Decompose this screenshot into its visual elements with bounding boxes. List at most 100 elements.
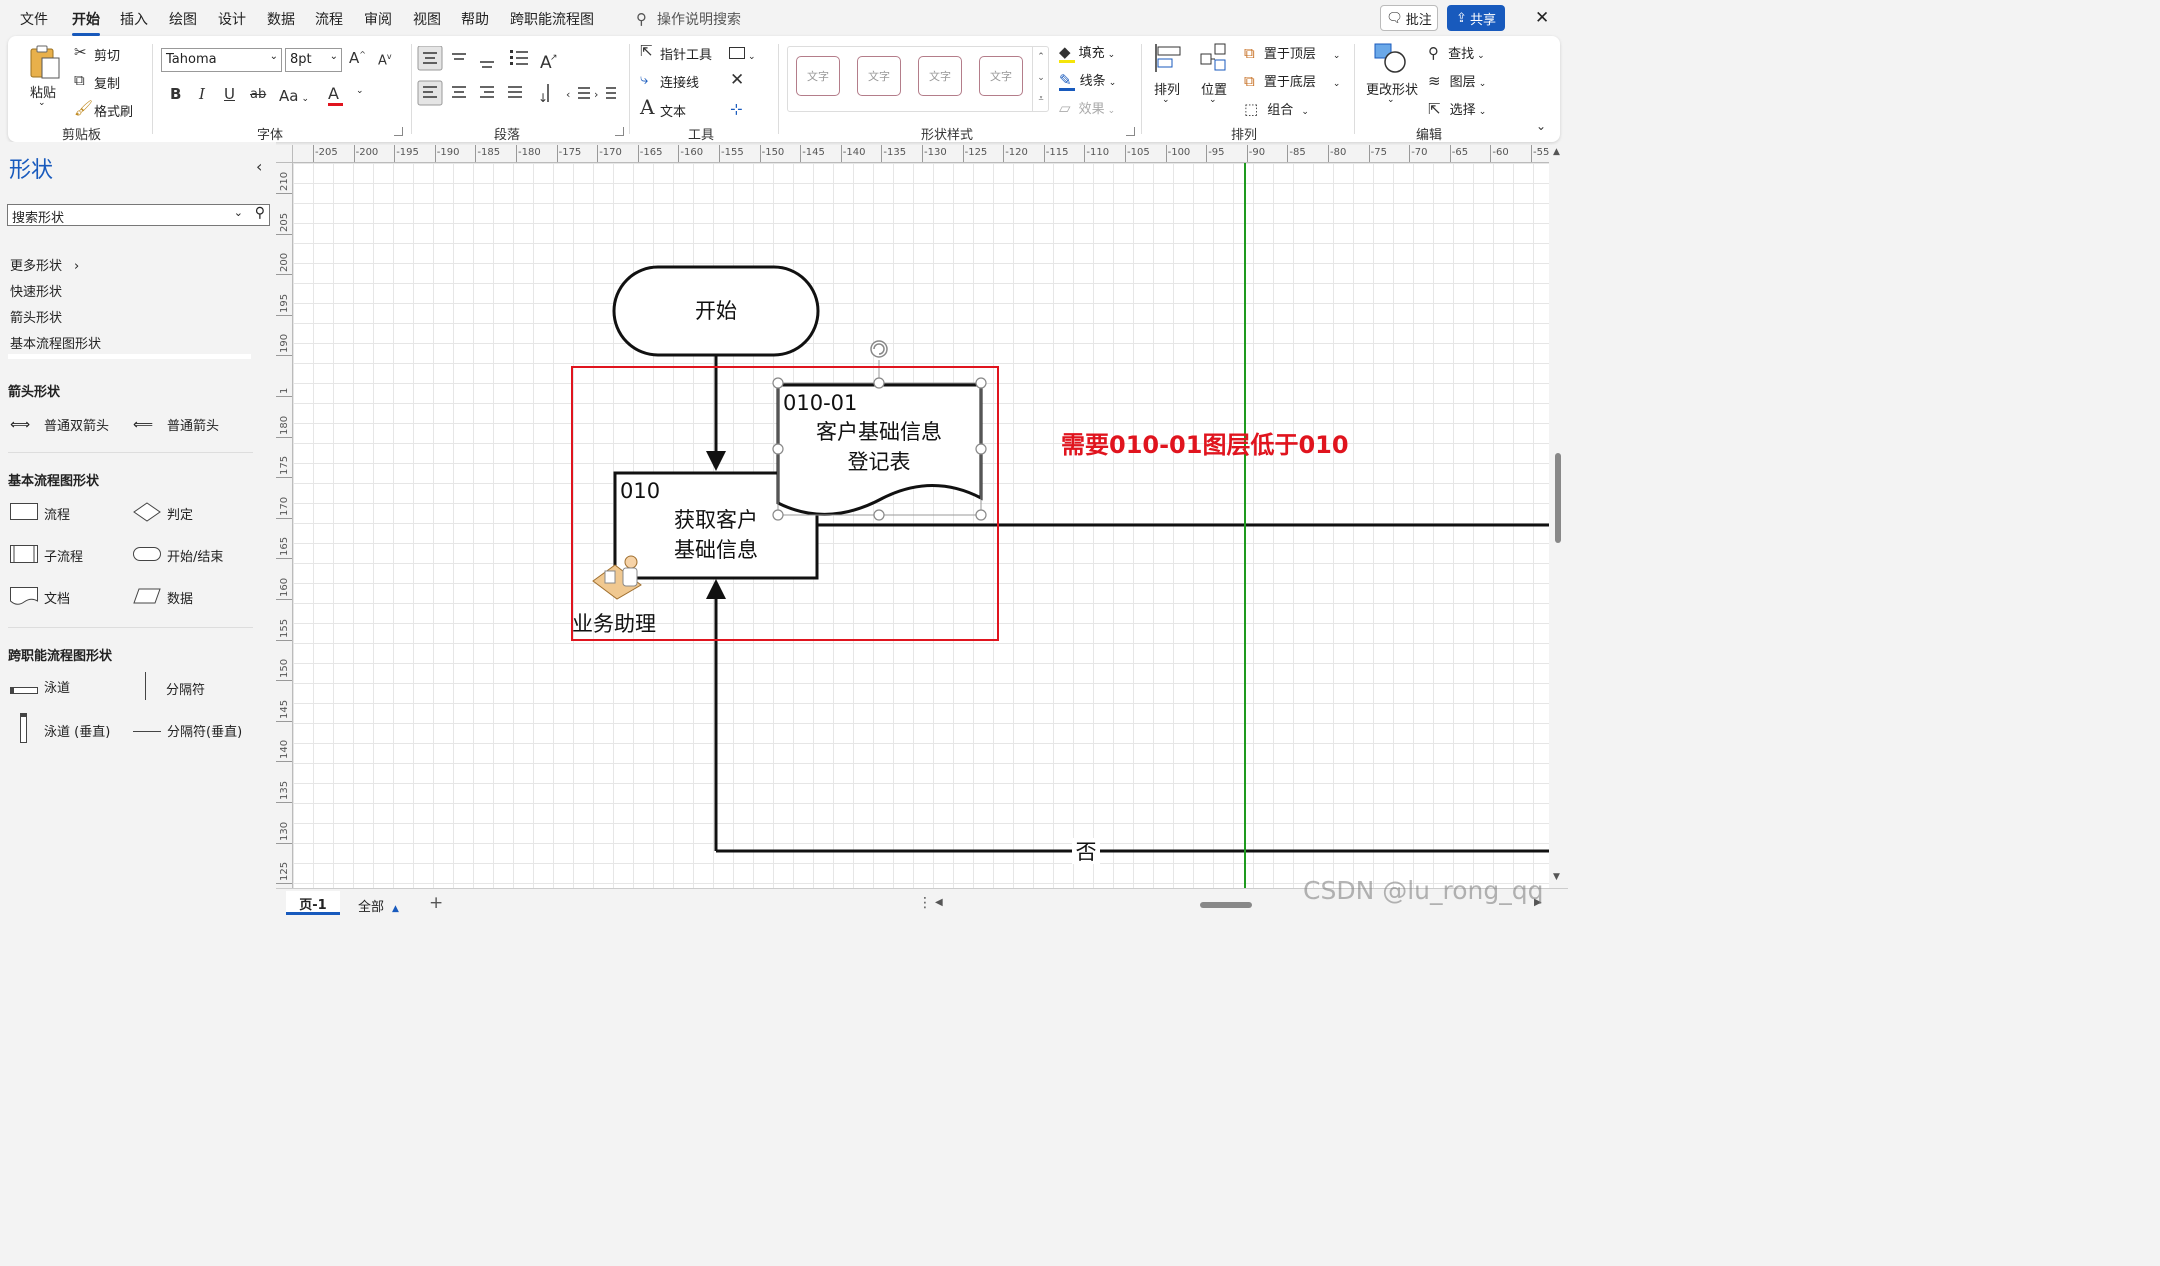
grow-font-icon[interactable]: A^ bbox=[349, 49, 366, 67]
tab-help[interactable]: 帮助 bbox=[461, 12, 489, 28]
collapse-ribbon-icon[interactable]: ⌄ bbox=[1536, 119, 1547, 133]
close-icon[interactable]: ✕ bbox=[1535, 8, 1550, 28]
resize-handles[interactable] bbox=[772, 377, 987, 521]
fill-button[interactable]: ◆ 填充⌄ bbox=[1059, 43, 1116, 63]
shape-double-arrow[interactable]: ⟺ 普通双箭头 bbox=[10, 417, 110, 434]
shape-swimlane-vertical[interactable]: 泳道 (垂直) bbox=[20, 713, 110, 747]
shape-subprocess[interactable]: 子流程 bbox=[10, 545, 83, 567]
connector-start-to-process[interactable] bbox=[706, 355, 726, 471]
change-shape-button[interactable]: 更改形状 ⌄ bbox=[1362, 42, 1420, 114]
tab-cross-functional[interactable]: 跨职能流程图 bbox=[510, 12, 594, 28]
tab-review[interactable]: 审阅 bbox=[364, 12, 392, 28]
shape-style-sample[interactable]: 文字 bbox=[796, 56, 840, 96]
rectangle-shape-button[interactable]: ⌄ bbox=[729, 44, 756, 63]
shrink-font-icon[interactable]: Av bbox=[378, 52, 392, 69]
layers-button[interactable]: ≋ 图层⌄ bbox=[1428, 72, 1487, 91]
nav-arrow-shapes[interactable]: 箭头形状 bbox=[10, 311, 63, 326]
start-terminator[interactable]: 开始 bbox=[612, 265, 820, 357]
tell-me-search[interactable]: ⚲操作说明搜索 bbox=[636, 10, 741, 28]
vertical-scroll-thumb[interactable] bbox=[1555, 453, 1561, 543]
nav-basic-flowchart[interactable]: 基本流程图形状 bbox=[10, 337, 102, 352]
share-button[interactable]: ⇪共享 bbox=[1447, 5, 1505, 31]
tab-home[interactable]: 开始 bbox=[72, 9, 100, 36]
font-size-select[interactable]: 8pt ⌄ bbox=[285, 48, 342, 72]
group-icon: ⬚ bbox=[1244, 100, 1259, 118]
shape-arrow[interactable]: ⟸ 普通箭头 bbox=[133, 417, 220, 434]
cut-button[interactable]: ✂ 剪切 bbox=[74, 43, 121, 65]
shape-separator-vertical[interactable]: 分隔符(垂直) bbox=[133, 721, 242, 740]
tab-data[interactable]: 数据 bbox=[267, 12, 295, 28]
line-button[interactable]: ✎ 线条⌄ bbox=[1059, 71, 1117, 91]
chevron-down-icon: ⌄ bbox=[1478, 79, 1487, 89]
shape-swimlane[interactable]: 泳道 bbox=[10, 679, 70, 698]
shape-data[interactable]: 数据 bbox=[133, 588, 193, 608]
paste-button[interactable]: 粘贴 ⌄ bbox=[26, 42, 62, 112]
effects-button[interactable]: ▱ 效果⌄ bbox=[1059, 99, 1116, 118]
shape-decision[interactable]: 判定 bbox=[133, 502, 193, 526]
chevron-down-icon[interactable]: ⌄ bbox=[233, 206, 243, 219]
shape-process[interactable]: 流程 bbox=[10, 503, 70, 524]
nav-more-shapes[interactable]: 更多形状› bbox=[10, 259, 80, 274]
strikethrough-button[interactable]: ab bbox=[250, 87, 267, 102]
group-button[interactable]: ⬚ 组合 ⌄ bbox=[1244, 100, 1309, 119]
shape-styles-dialog-launcher-icon[interactable] bbox=[1126, 127, 1135, 136]
shape-document[interactable]: 文档 bbox=[10, 587, 70, 609]
paragraph-dialog-launcher-icon[interactable] bbox=[615, 127, 624, 136]
text-tool-icon: A bbox=[640, 95, 655, 119]
tab-view[interactable]: 视图 bbox=[413, 12, 441, 28]
tab-draw[interactable]: 绘图 bbox=[169, 12, 197, 28]
font-color-button[interactable]: A ⌄ bbox=[328, 84, 364, 106]
document-010-01[interactable]: 010-01 客户基础信息 登记表 bbox=[776, 383, 983, 516]
italic-button[interactable]: I bbox=[199, 85, 205, 103]
scroll-left-icon[interactable]: ◀ bbox=[935, 897, 943, 908]
bold-button[interactable]: B bbox=[170, 85, 182, 103]
horizontal-scroll-thumb[interactable] bbox=[1200, 902, 1252, 908]
vertical-scrollbar[interactable]: ▲ ▼ bbox=[1549, 145, 1568, 888]
drawing-canvas[interactable]: 开始 010 获取客户 基础信息 业务助理 010-01 客户基础信息 登记表 bbox=[293, 163, 1549, 888]
send-to-back-button[interactable]: ⧉ 置于底层 ⌄ bbox=[1244, 72, 1341, 91]
more-options-icon[interactable]: ⋮ bbox=[918, 895, 932, 911]
tab-insert[interactable]: 插入 bbox=[120, 12, 148, 28]
pointer-tool-button[interactable]: ⇱ 指针工具 bbox=[640, 42, 713, 64]
gallery-scroll[interactable]: ⌃⌄⩡ bbox=[1032, 47, 1049, 111]
position-button[interactable]: 位置 ⌄ bbox=[1197, 42, 1233, 114]
font-family-select[interactable]: Tahoma ⌄ bbox=[161, 48, 282, 72]
select-button[interactable]: ⇱ 选择⌄ bbox=[1428, 100, 1487, 119]
scroll-down-icon[interactable]: ▼ bbox=[1553, 872, 1560, 882]
scroll-up-icon[interactable]: ▲ bbox=[1553, 147, 1560, 157]
tab-process[interactable]: 流程 bbox=[315, 12, 343, 28]
search-icon[interactable]: ⚲ bbox=[254, 205, 265, 221]
text-tool-button[interactable]: A 文本 bbox=[640, 95, 687, 120]
connection-point-icon[interactable]: ⊹ bbox=[730, 100, 743, 118]
scroll-right-icon[interactable]: ▶ bbox=[1534, 897, 1542, 908]
add-page-button[interactable]: + bbox=[429, 893, 444, 913]
ruler-label: 210 bbox=[279, 171, 290, 191]
connector-loop-back[interactable] bbox=[706, 579, 1549, 853]
ruler-label: -165 bbox=[639, 147, 663, 158]
collapse-panel-icon[interactable]: ‹ bbox=[256, 157, 263, 176]
arrange-button[interactable]: 排列 ⌄ bbox=[1150, 42, 1186, 114]
shape-style-sample[interactable]: 文字 bbox=[979, 56, 1023, 96]
shape-style-sample[interactable]: 文字 bbox=[857, 56, 901, 96]
tab-design[interactable]: 设计 bbox=[218, 12, 246, 28]
copy-button[interactable]: ⧉ 复制 bbox=[74, 71, 121, 93]
change-case-button[interactable]: Aa⌄ bbox=[279, 87, 309, 105]
ruler-label: -70 bbox=[1411, 147, 1428, 158]
tab-file[interactable]: 文件 bbox=[20, 12, 48, 28]
comment-button[interactable]: 🗨批注 bbox=[1380, 5, 1438, 31]
format-painter-button[interactable]: 🖌 格式刷 bbox=[74, 99, 134, 121]
shape-style-sample[interactable]: 文字 bbox=[918, 56, 962, 96]
rotation-handle-icon[interactable] bbox=[870, 340, 888, 358]
connector-tool-button[interactable]: ⤷ 连接线 bbox=[640, 70, 700, 92]
all-pages-button[interactable]: 全部▲ bbox=[358, 900, 399, 915]
underline-button[interactable]: U bbox=[224, 85, 235, 103]
font-dialog-launcher-icon[interactable] bbox=[394, 127, 403, 136]
bring-to-front-button[interactable]: ⧉ 置于顶层 ⌄ bbox=[1244, 44, 1341, 63]
shape-separator[interactable]: 分隔符 bbox=[145, 672, 205, 704]
shape-terminator[interactable]: 开始/结束 bbox=[133, 546, 223, 565]
shape-search-input[interactable]: 搜索形状 ⌄ ⚲ bbox=[7, 204, 270, 226]
nav-quick-shapes[interactable]: 快速形状 bbox=[10, 285, 63, 300]
line-tool-icon[interactable]: ✕ bbox=[730, 70, 745, 90]
page-tab-1[interactable]: 页-1 bbox=[286, 891, 340, 915]
find-button[interactable]: ⚲ 查找⌄ bbox=[1428, 44, 1485, 63]
